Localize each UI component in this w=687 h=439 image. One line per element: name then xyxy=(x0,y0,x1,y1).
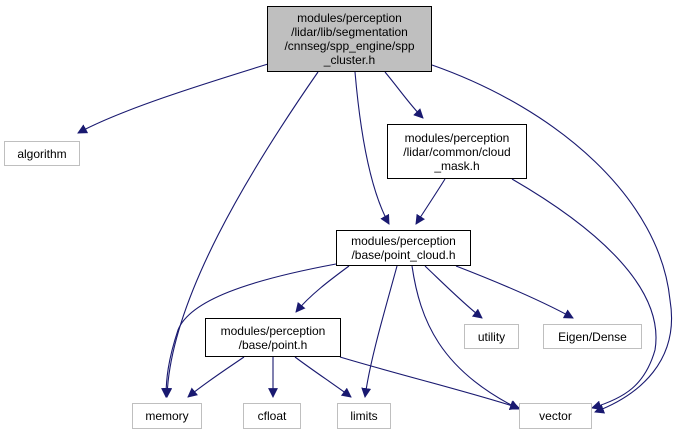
node-eigen-dense: Eigen/Dense xyxy=(543,324,642,349)
node-label: memory xyxy=(145,409,189,423)
edge-point-cloud-to-point xyxy=(295,265,350,313)
node-algorithm: algorithm xyxy=(4,141,80,166)
edge-spp-cluster-to-cloud-mask xyxy=(384,71,424,119)
edge-spp-cluster-to-memory xyxy=(162,71,319,398)
node-utility: utility xyxy=(464,324,519,349)
edge-point-to-limits xyxy=(294,356,352,398)
edge-cloud-mask-to-point-cloud xyxy=(415,178,446,225)
node-memory: memory xyxy=(132,403,202,429)
node-label: cfloat xyxy=(257,409,287,423)
node-spp-cluster-h[interactable]: modules/perception /lidar/lib/segmentati… xyxy=(267,6,432,72)
node-cfloat: cfloat xyxy=(243,403,301,429)
node-point-h[interactable]: modules/perception /base/point.h xyxy=(205,318,341,357)
edge-point-to-memory xyxy=(187,356,245,398)
edge-point-cloud-to-eigen-dense xyxy=(455,265,574,319)
node-label: limits xyxy=(350,409,378,423)
edge-spp-cluster-to-algorithm xyxy=(77,63,269,134)
node-label: modules/perception /base/point.h xyxy=(220,323,326,352)
node-label: algorithm xyxy=(17,146,67,161)
node-label: modules/perception /lidar/lib/segmentati… xyxy=(284,11,415,67)
edge-point-to-vector xyxy=(339,356,520,410)
node-label: Eigen/Dense xyxy=(558,329,627,344)
node-label: modules/perception /base/point_cloud.h xyxy=(351,234,456,262)
edge-point-cloud-to-limits xyxy=(361,265,398,398)
edge-spp-cluster-to-point-cloud xyxy=(354,71,390,225)
edge-spp-cluster-to-vector xyxy=(431,64,672,414)
edge-point-cloud-to-utility xyxy=(424,265,483,319)
edge-point-cloud-to-memory xyxy=(161,263,337,398)
node-cloud-mask-h[interactable]: modules/perception /lidar/common/cloud _… xyxy=(387,124,527,179)
node-point-cloud-h[interactable]: modules/perception /base/point_cloud.h xyxy=(336,230,471,266)
node-label: vector xyxy=(539,409,572,423)
edge-point-cloud-to-vector xyxy=(411,265,520,410)
node-label: modules/perception /lidar/common/cloud _… xyxy=(403,130,511,173)
edge-cloud-mask-to-vector xyxy=(511,178,657,411)
node-label: utility xyxy=(477,329,506,344)
node-vector: vector xyxy=(519,403,592,429)
node-limits: limits xyxy=(337,403,391,429)
